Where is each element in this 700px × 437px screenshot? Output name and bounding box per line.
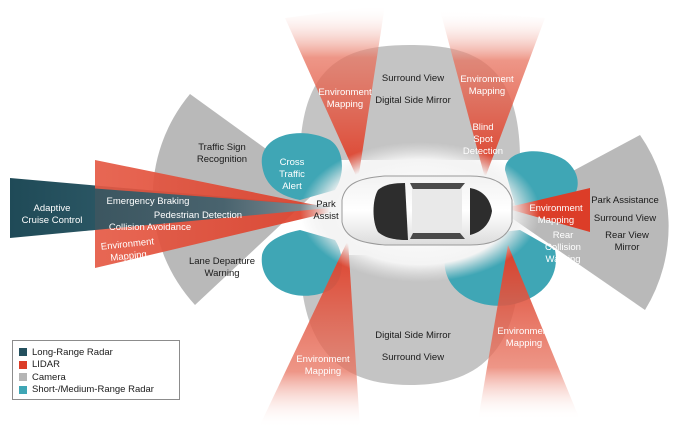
svg-text:Traffic: Traffic [279,169,305,180]
digital-side-mirror-bottom-label: Digital Side Mirror [375,330,451,341]
svg-text:Detection: Detection [463,146,503,157]
lidar-beam-bottom-left [260,240,360,428]
svg-text:Rear View: Rear View [605,230,649,241]
legend-swatch [19,385,27,394]
collision-avoidance-label: Collision Avoidance [109,222,191,233]
legend-item-lidar: LIDAR [19,359,173,372]
svg-text:Mapping: Mapping [327,99,363,110]
digital-side-mirror-top-label: Digital Side Mirror [375,95,451,106]
lane-departure-warning-label: Lane Departure Warning [189,256,255,279]
rear-collision-warning-label: Rear Collision Warning [545,230,581,265]
svg-text:Park: Park [316,199,336,210]
long-range-radar-core [10,182,340,236]
environment-mapping-top-left-label: Environment Mapping [318,87,372,110]
svg-text:Mapping: Mapping [538,215,574,226]
environment-mapping-left-label: Environment Mapping [100,236,155,264]
svg-text:Mapping: Mapping [305,366,341,377]
svg-text:Environment: Environment [318,87,372,98]
svg-text:Spot: Spot [473,134,493,145]
surround-view-bottom-label: Surround View [382,352,444,363]
environment-mapping-bottom-left-label: Environment Mapping [296,354,350,377]
svg-text:Blind: Blind [472,122,493,133]
legend-swatch [19,348,27,357]
svg-text:Mapping: Mapping [469,86,505,97]
cross-traffic-alert-label: Cross Traffic Alert [279,157,305,192]
svg-text:Environment: Environment [296,354,350,365]
svg-text:Warning: Warning [204,268,239,279]
svg-text:Assist: Assist [313,211,339,222]
lidar-beam-top-right [440,10,545,178]
legend-label: Long-Range Radar [32,346,113,358]
park-assistance-label: Park Assistance [591,195,659,206]
environment-mapping-bottom-right-label: Environment Mapping [497,326,551,349]
adaptive-cruise-control-label: Adaptive Cruise Control [22,203,83,226]
environment-mapping-right-label: Environment Mapping [529,203,583,226]
surround-view-top-label: Surround View [382,73,444,84]
surround-view-right-label: Surround View [594,213,656,224]
pedestrian-detection-label: Pedestrian Detection [154,210,242,221]
svg-text:Alert: Alert [282,181,302,192]
blind-spot-detection-label: Blind Spot Detection [463,122,503,157]
svg-text:Rear: Rear [553,230,574,241]
svg-text:Environment: Environment [497,326,551,337]
lidar-beam-bottom-right [478,245,580,420]
svg-text:Mapping: Mapping [110,249,147,264]
svg-text:Lane Departure: Lane Departure [189,256,255,267]
svg-text:Recognition: Recognition [197,154,247,165]
rear-view-mirror-label: Rear View Mirror [605,230,649,253]
car [341,175,513,246]
svg-text:Adaptive: Adaptive [34,203,71,214]
legend-label: LIDAR [32,359,60,371]
legend-label: Short-/Medium-Range Radar [32,384,154,396]
legend-item-long-range-radar: Long-Range Radar [19,346,173,359]
park-assist-label: Park Assist [313,199,339,222]
legend-item-camera: Camera [19,371,173,384]
svg-text:Cross: Cross [280,157,305,168]
environment-mapping-top-right-label: Environment Mapping [460,74,514,97]
traffic-sign-recognition-label: Traffic Sign Recognition [197,142,247,165]
lidar-beam-right [505,188,590,232]
legend: Long-Range Radar LIDAR Camera Short-/Med… [12,340,180,400]
svg-text:Cruise Control: Cruise Control [22,215,83,226]
svg-text:Environment: Environment [529,203,583,214]
emergency-braking-label: Emergency Braking [107,196,190,207]
svg-text:Warning: Warning [545,254,580,265]
legend-item-short-medium-range-radar: Short-/Medium-Range Radar [19,384,173,397]
svg-text:Collision: Collision [545,242,581,253]
svg-text:Environment: Environment [460,74,514,85]
svg-text:Mapping: Mapping [506,338,542,349]
legend-swatch [19,360,27,369]
svg-text:Traffic Sign: Traffic Sign [198,142,246,153]
svg-text:Mirror: Mirror [615,242,640,253]
legend-label: Camera [32,371,66,383]
legend-swatch [19,373,27,382]
lidar-beam-top-left [285,5,385,180]
